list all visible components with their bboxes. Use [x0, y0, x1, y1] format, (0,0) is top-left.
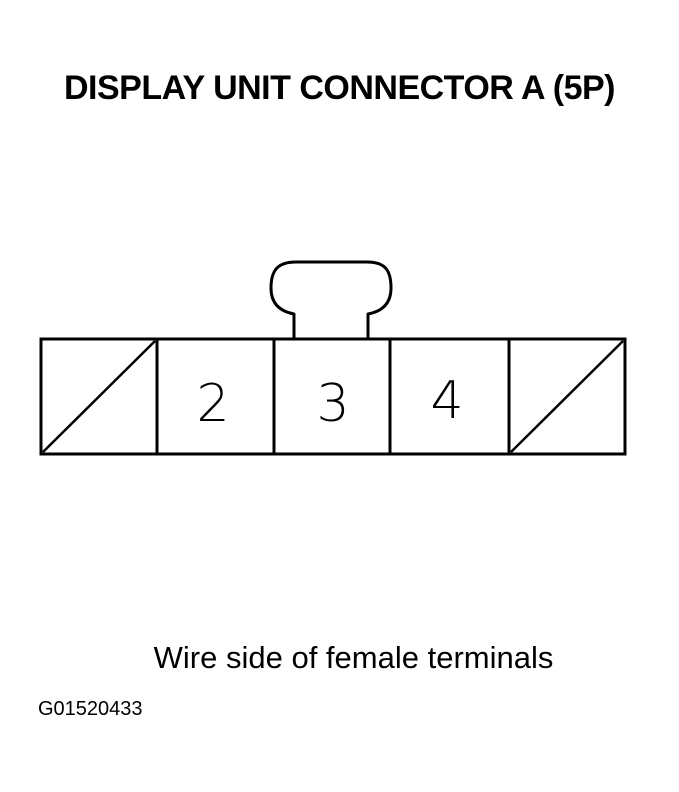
diagram-caption: Wire side of female terminals	[153, 640, 554, 675]
pin-label-4: 4	[430, 371, 463, 431]
empty-cavity-slash-5	[510, 340, 624, 453]
figure-id: G01520433	[38, 698, 143, 720]
connector-body	[39, 337, 627, 456]
empty-cavity-slash-1	[42, 340, 156, 453]
diagram-title: DISPLAY UNIT CONNECTOR A (5P)	[64, 69, 615, 107]
connector-lock-tab	[269, 260, 393, 339]
pin-label-3: 3	[316, 374, 349, 434]
pin-label-2: 2	[196, 374, 229, 434]
